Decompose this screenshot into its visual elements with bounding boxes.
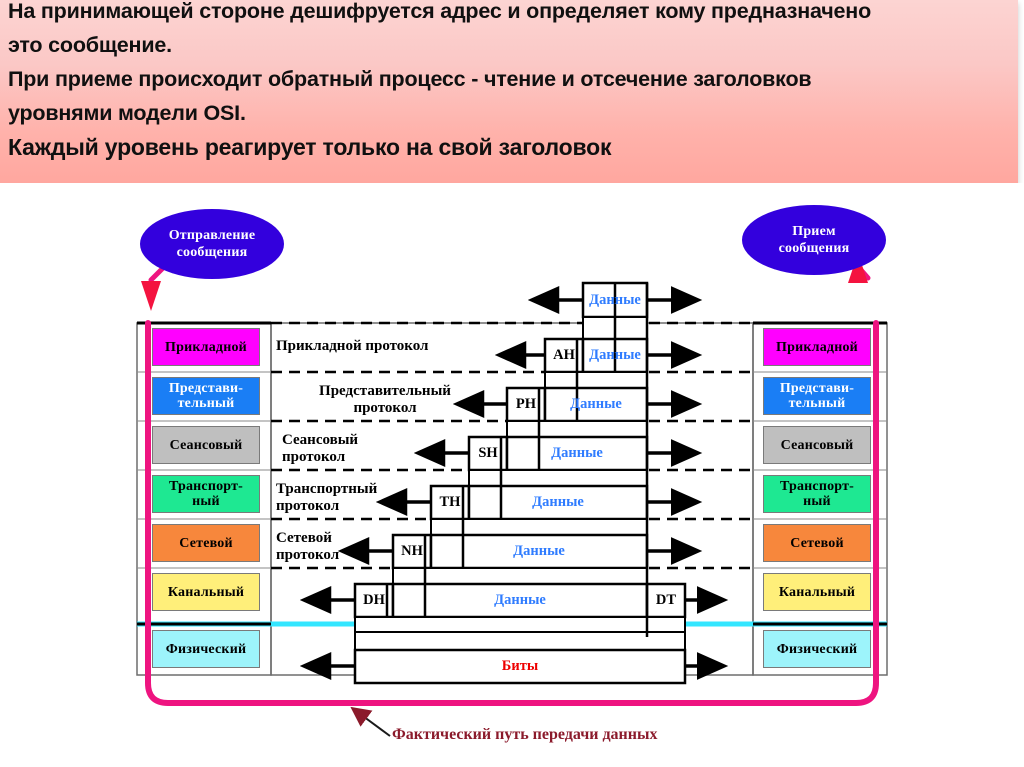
actual-path-caption: Фактический путь передачи данных (392, 726, 658, 743)
left-layer-physical: Физический (152, 630, 260, 668)
protocol-label-session: Сеансовый протокол (282, 432, 359, 465)
receive-arrowhead (848, 253, 868, 283)
header-line-2: это сообщение. (8, 33, 172, 57)
diagram-vector-layer (136, 252, 888, 737)
right-layer-application: Прикладной (763, 328, 871, 366)
left-layer-transport: Транспорт- ный (152, 475, 260, 513)
left-layer-presentation: Представи- тельный (152, 377, 260, 415)
pdu-header-th: TH (439, 494, 461, 510)
pdu-header-ah: AH (553, 347, 575, 363)
header-line-5: Каждый уровень реагирует только на свой … (8, 134, 612, 160)
send-bubble-line2: сообщения (176, 245, 248, 260)
left-layer-presentation-label: Представи- тельный (168, 381, 244, 411)
receive-bubble-line2: сообщения (778, 241, 850, 256)
pdu-header-ph: PH (515, 396, 537, 412)
pdu-data-above-application: Данные (589, 291, 641, 308)
left-layer-application-label: Прикладной (165, 339, 247, 355)
pdu-header-dh: DH (363, 592, 385, 608)
protocol-label-application: Прикладной протокол (276, 338, 429, 354)
pdu-data-datalink: Данные (494, 592, 546, 608)
pdu-header-sh: SH (478, 445, 498, 461)
pdu-data-session: Данные (551, 445, 603, 461)
left-layer-transport-label: Транспорт- ный (168, 479, 244, 509)
right-layer-physical: Физический (763, 630, 871, 668)
slide-header-text: На принимающей стороне дешифруется адрес… (8, 0, 1012, 164)
protocol-label-transport: Транспортный протокол (276, 481, 378, 514)
slide-header-band: На принимающей стороне дешифруется адрес… (0, 0, 1018, 183)
left-layer-session: Сеансовый (152, 426, 260, 464)
right-layer-session-label: Сеансовый (780, 437, 854, 453)
left-layer-datalink-label: Канальный (167, 584, 245, 600)
header-line-4: уровнями модели OSI. (8, 101, 246, 125)
send-message-bubble: Отправление сообщения (140, 209, 284, 279)
pdu-header-nh: NH (401, 543, 423, 559)
right-layer-transport-label: Транспорт- ный (779, 479, 855, 509)
receive-message-bubble: Прием сообщения (742, 205, 886, 275)
left-layer-network-label: Сетевой (179, 535, 233, 551)
pdu-data-network: Данные (513, 543, 565, 559)
right-layer-physical-label: Физический (776, 641, 858, 657)
left-layer-datalink: Канальный (152, 573, 260, 611)
protocol-label-presentation: Представительный протокол (319, 383, 451, 416)
right-layer-datalink: Канальный (763, 573, 871, 611)
left-layer-network: Сетевой (152, 524, 260, 562)
pdu-data-presentation: Данные (570, 396, 622, 412)
protocol-label-network: Сетевой протокол (276, 530, 340, 563)
receive-bubble-line1: Прием (792, 224, 836, 239)
pdu-data-physical: Биты (501, 658, 539, 674)
pdu-trailer-dt: DT (655, 592, 677, 608)
right-layer-network: Сетевой (763, 524, 871, 562)
left-layer-physical-label: Физический (165, 641, 247, 657)
right-layer-application-label: Прикладной (776, 339, 858, 355)
header-line-1: На принимающей стороне дешифруется адрес… (8, 0, 872, 23)
header-line-3: При приеме происходит обратный процесс -… (8, 67, 812, 91)
right-layer-transport: Транспорт- ный (763, 475, 871, 513)
left-layer-application: Прикладной (152, 328, 260, 366)
right-layer-presentation: Представи- тельный (763, 377, 871, 415)
caption-leader-line (350, 706, 391, 737)
send-bubble-line1: Отправление (168, 228, 256, 243)
right-layer-network-label: Сетевой (790, 535, 844, 551)
osi-encapsulation-diagram: Отправление сообщения Прием сообщения Пр… (0, 183, 1024, 767)
actual-data-path (145, 320, 879, 706)
pdu-data-application: Данные (589, 347, 641, 363)
right-layer-datalink-label: Канальный (778, 584, 856, 600)
send-arrowhead (141, 281, 161, 311)
left-layer-session-label: Сеансовый (169, 437, 243, 453)
right-layer-presentation-label: Представи- тельный (779, 381, 855, 411)
right-layer-session: Сеансовый (763, 426, 871, 464)
pdu-data-transport: Данные (532, 494, 584, 510)
